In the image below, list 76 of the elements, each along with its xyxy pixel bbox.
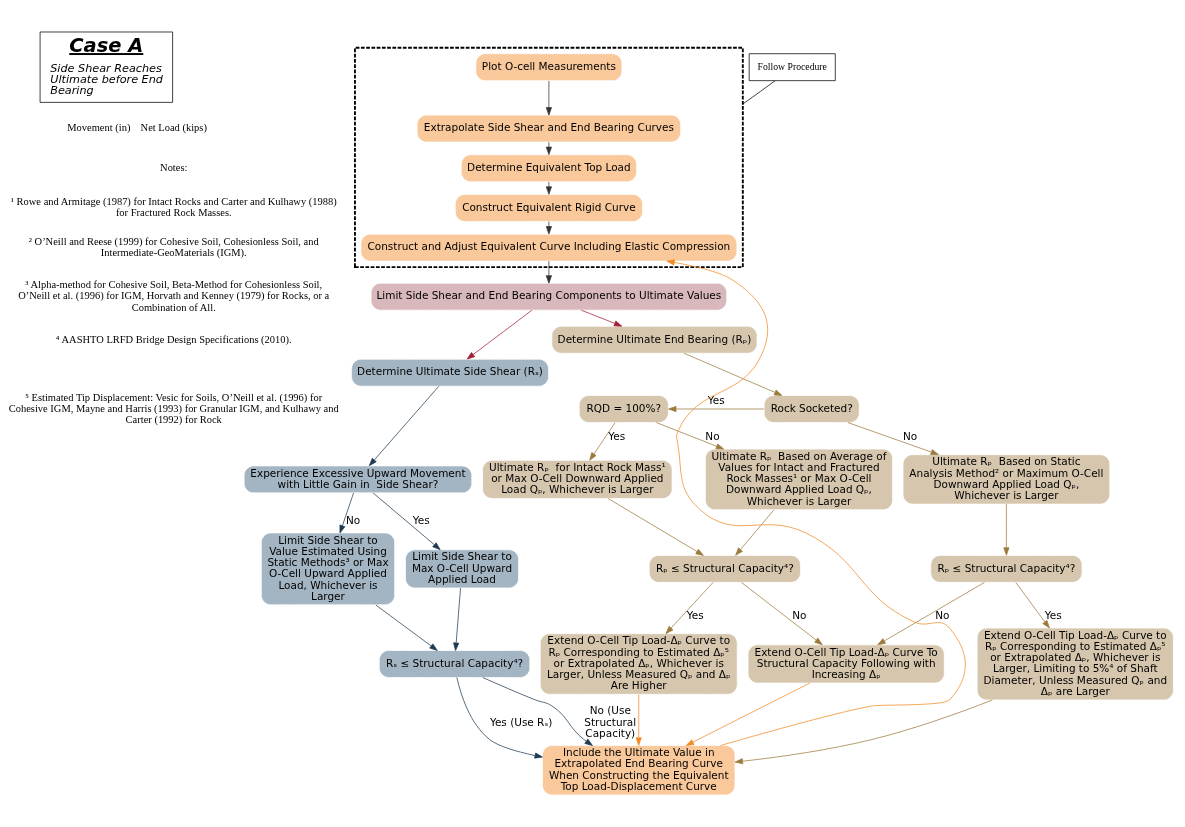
edge-label: Yes — [686, 609, 704, 622]
edge-label: Yes — [412, 514, 430, 527]
arrow — [683, 352, 783, 396]
node-box: Extrapolate Side Shear and End Bearing Curves — [416, 114, 682, 143]
node-box: Extend O-Cell Tip Load-Δₚ Curve To Structural Capacity Following with Increasing Δₚ — [747, 644, 945, 684]
arrow — [453, 587, 461, 651]
arrow — [666, 259, 966, 746]
edge-label: No — [705, 430, 720, 443]
arrow — [482, 677, 593, 746]
node-box: Extend O-Cell Tip Load-Δₚ Curve to Rₚ Corresponding to Estimated Δₚ⁵ or Extrapolated Δₚ, Whichever is Larger, Unless Measured Qₚ and Δₚ Are Higher — [539, 633, 738, 695]
arrow — [1015, 582, 1050, 629]
node-box: Determine Ultimate End Bearing (Rₚ) — [551, 325, 758, 354]
node-box: Rₚ ≤ Structural Capacity⁴? — [648, 555, 801, 583]
arrow — [741, 582, 823, 646]
node-box: Extend O-Cell Tip Load-Δₚ Curve to Rₚ Corresponding to Estimated Δₚ⁵ or Extrapolated Δₚ, Whichever is Larger, Limiting to 5%⁴ of Shaft Diameter, Unless Measured Qₚ and Δₚ are Larger — [976, 627, 1174, 701]
edge-label: Yes — [608, 430, 626, 443]
arrow — [545, 141, 552, 155]
edge-label: Yes — [707, 393, 725, 406]
arrow — [668, 406, 765, 412]
arrow — [456, 677, 543, 759]
arrow — [368, 385, 440, 466]
label: ² O’Neill and Reese (1999) for Cohesive Soil, Cohesionless Soil, and Intermediate-GeoMaterials (IGM). — [28, 235, 319, 259]
node-box: Include the Ultimate Value in Extrapolated End Bearing Curve When Constructing the Equivalent Top Load-Displacement Curve — [542, 745, 736, 796]
label: ⁵ Estimated Tip Displacement: Vesic for Soils, O’Neill et al. (1996) for Cohesive IGM, Mayne and Harris (1993) for Granular IGM, and Kulhawy and Carter (1992) for Rock — [8, 391, 339, 426]
node-box: Case A Side Shear Reaches Ultimate before End Bearing — [39, 31, 173, 103]
label: ⁴ AASHTO LRFD Bridge Design Specifications (2010). — [55, 333, 292, 345]
node-box: Limit Side Shear to Max O-Cell Upward Applied Load — [405, 549, 519, 589]
edge-label: Yes — [1044, 609, 1062, 622]
arrow — [545, 221, 552, 235]
node-box: Plot O-cell Measurements — [475, 53, 623, 82]
arrow — [581, 309, 623, 327]
node-box: Construct and Adjust Equivalent Curve Including Elastic Compression — [360, 233, 738, 262]
node-box: Rₛ ≤ Structural Capacity⁴? — [378, 650, 531, 678]
label: Net Load (kips) — [140, 122, 207, 134]
edge-label: Yes (Use Rₛ) — [489, 715, 553, 728]
arrow — [466, 309, 533, 360]
arrow — [589, 422, 616, 461]
node-box: Rock Socketed? — [763, 395, 860, 423]
edge-label: No (Use Structural Capacity) — [584, 704, 637, 739]
arrow — [545, 260, 552, 284]
edge-label: No — [345, 514, 361, 527]
edge-label: No — [935, 609, 950, 622]
arrow — [735, 509, 775, 556]
node-box: RQD = 100%? — [578, 395, 669, 423]
arrow — [685, 682, 811, 746]
node-box: Determine Ultimate Side Shear (Rₛ) — [351, 358, 549, 387]
arrow — [635, 694, 642, 746]
node-box: Determine Equivalent Top Load — [460, 154, 637, 183]
node-box: Ultimate Rₚ for Intact Rock Mass¹ or Max O-Cell Downward Applied Load Qₚ, Whichever is Larger — [482, 459, 673, 499]
arrow — [372, 492, 441, 550]
label: Notes: — [160, 162, 188, 174]
node-box: Follow Procedure — [748, 53, 836, 82]
arrow — [734, 699, 993, 765]
node-box: Limit Side Shear to Value Estimated Using Static Methods³ or Max O-Cell Upward Applied Load, Whichever is Larger — [260, 532, 395, 606]
arrow — [607, 498, 704, 556]
node-box: Ultimate Rₚ Based on Static Analysis Method² or Maximum O-Cell Downward Applied Load Qₚ, Whichever is Larger — [902, 454, 1111, 505]
node-box: Experience Excessive Upward Movement with Little Gain in Side Shear? — [243, 465, 473, 494]
arrow — [375, 604, 438, 651]
connector — [742, 80, 776, 105]
edge-label: No — [792, 609, 807, 622]
node-box: Construct Equivalent Rigid Curve — [454, 194, 643, 222]
arrow — [545, 80, 552, 116]
arrow — [665, 582, 714, 634]
arrow — [545, 181, 552, 195]
node-box: Ultimate Rₚ Based on Average of Values for Intact and Fractured Rock Masses¹ or Max O-Cell Downward Applied Load Qₚ, Whichever is Larger — [705, 448, 893, 511]
node-box: Rₚ ≤ Structural Capacity⁴? — [930, 555, 1083, 583]
label: ³ Alpha-method for Cohesive Soil, Beta-Method for Cohesionless Soil, O’Neill et al. (1996) for IGM, Horvath and Kenney (1979) for Rocks, or a Combination of All. — [18, 279, 330, 313]
edge-label: No — [903, 430, 918, 443]
arrow — [339, 492, 354, 534]
arrow — [877, 582, 985, 646]
label: Movement (in) — [67, 122, 131, 134]
node-box: Limit Side Shear and End Bearing Components to Ultimate Values — [370, 282, 728, 311]
arrow — [847, 422, 939, 455]
arrow — [655, 422, 725, 450]
arrow — [1003, 503, 1010, 556]
label: ¹ Rowe and Armitage (1987) for Intact Rocks and Carter and Kulhawy (1988) for Fractured Rock Masses. — [10, 196, 337, 219]
